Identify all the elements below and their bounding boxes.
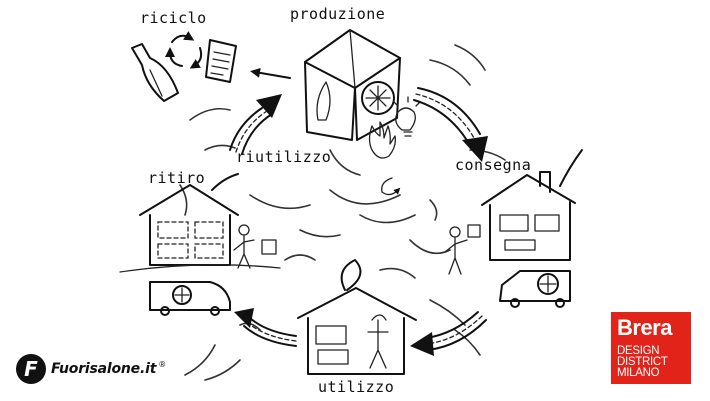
recycle-icon	[165, 31, 203, 69]
fuorisalone-text: Fuorisalone.it	[51, 361, 157, 377]
use-leaf	[340, 259, 362, 291]
brera-line-milano: MILANO	[617, 367, 660, 379]
delivery-house	[481, 171, 576, 261]
arrow-delivery-to-use	[410, 311, 487, 356]
paper-icon	[205, 39, 237, 83]
pickup-house	[119, 184, 281, 273]
label-riciclo: riciclo	[140, 9, 207, 27]
delivery-person	[444, 224, 481, 275]
bottle-icon	[131, 43, 179, 102]
leaf-icon	[316, 81, 331, 121]
fan-icon	[361, 81, 395, 115]
brera-line-district: DISTRICT	[617, 356, 668, 368]
arrow-production-to-delivery	[413, 87, 488, 162]
delivery-van	[499, 270, 571, 308]
registered-mark: ®	[158, 359, 167, 369]
cycle-arrow-icon	[381, 177, 401, 196]
production-cube	[304, 29, 401, 141]
label-produzione: produzione	[290, 5, 385, 23]
brera-title: Brera	[617, 315, 672, 340]
label-riutilizzo: riutilizzo	[236, 148, 331, 166]
hand-icon	[368, 121, 397, 159]
arrow-pickup-to-production	[229, 94, 282, 155]
delivery-leaf	[559, 149, 583, 187]
arrow-use-to-pickup	[234, 308, 297, 347]
use-house	[297, 259, 417, 375]
pickup-person	[233, 224, 277, 269]
brera-line-design: DESIGN	[617, 345, 660, 357]
label-ritiro: ritiro	[148, 169, 205, 187]
arrow-to-riciclo	[250, 67, 291, 79]
swirl-strokes	[179, 44, 506, 381]
brera-design-district-logo: Brera DESIGN DISTRICT MILANO	[611, 312, 691, 384]
pickup-van	[149, 281, 231, 316]
lightbulb-icon	[393, 96, 421, 137]
fuorisalone-logo: F Fuorisalone.it ®	[16, 352, 166, 386]
label-utilizzo: utilizzo	[318, 378, 394, 396]
label-consegna: consegna	[455, 156, 531, 174]
pickup-leaf	[211, 173, 239, 191]
fuorisalone-mark: F	[16, 354, 46, 384]
